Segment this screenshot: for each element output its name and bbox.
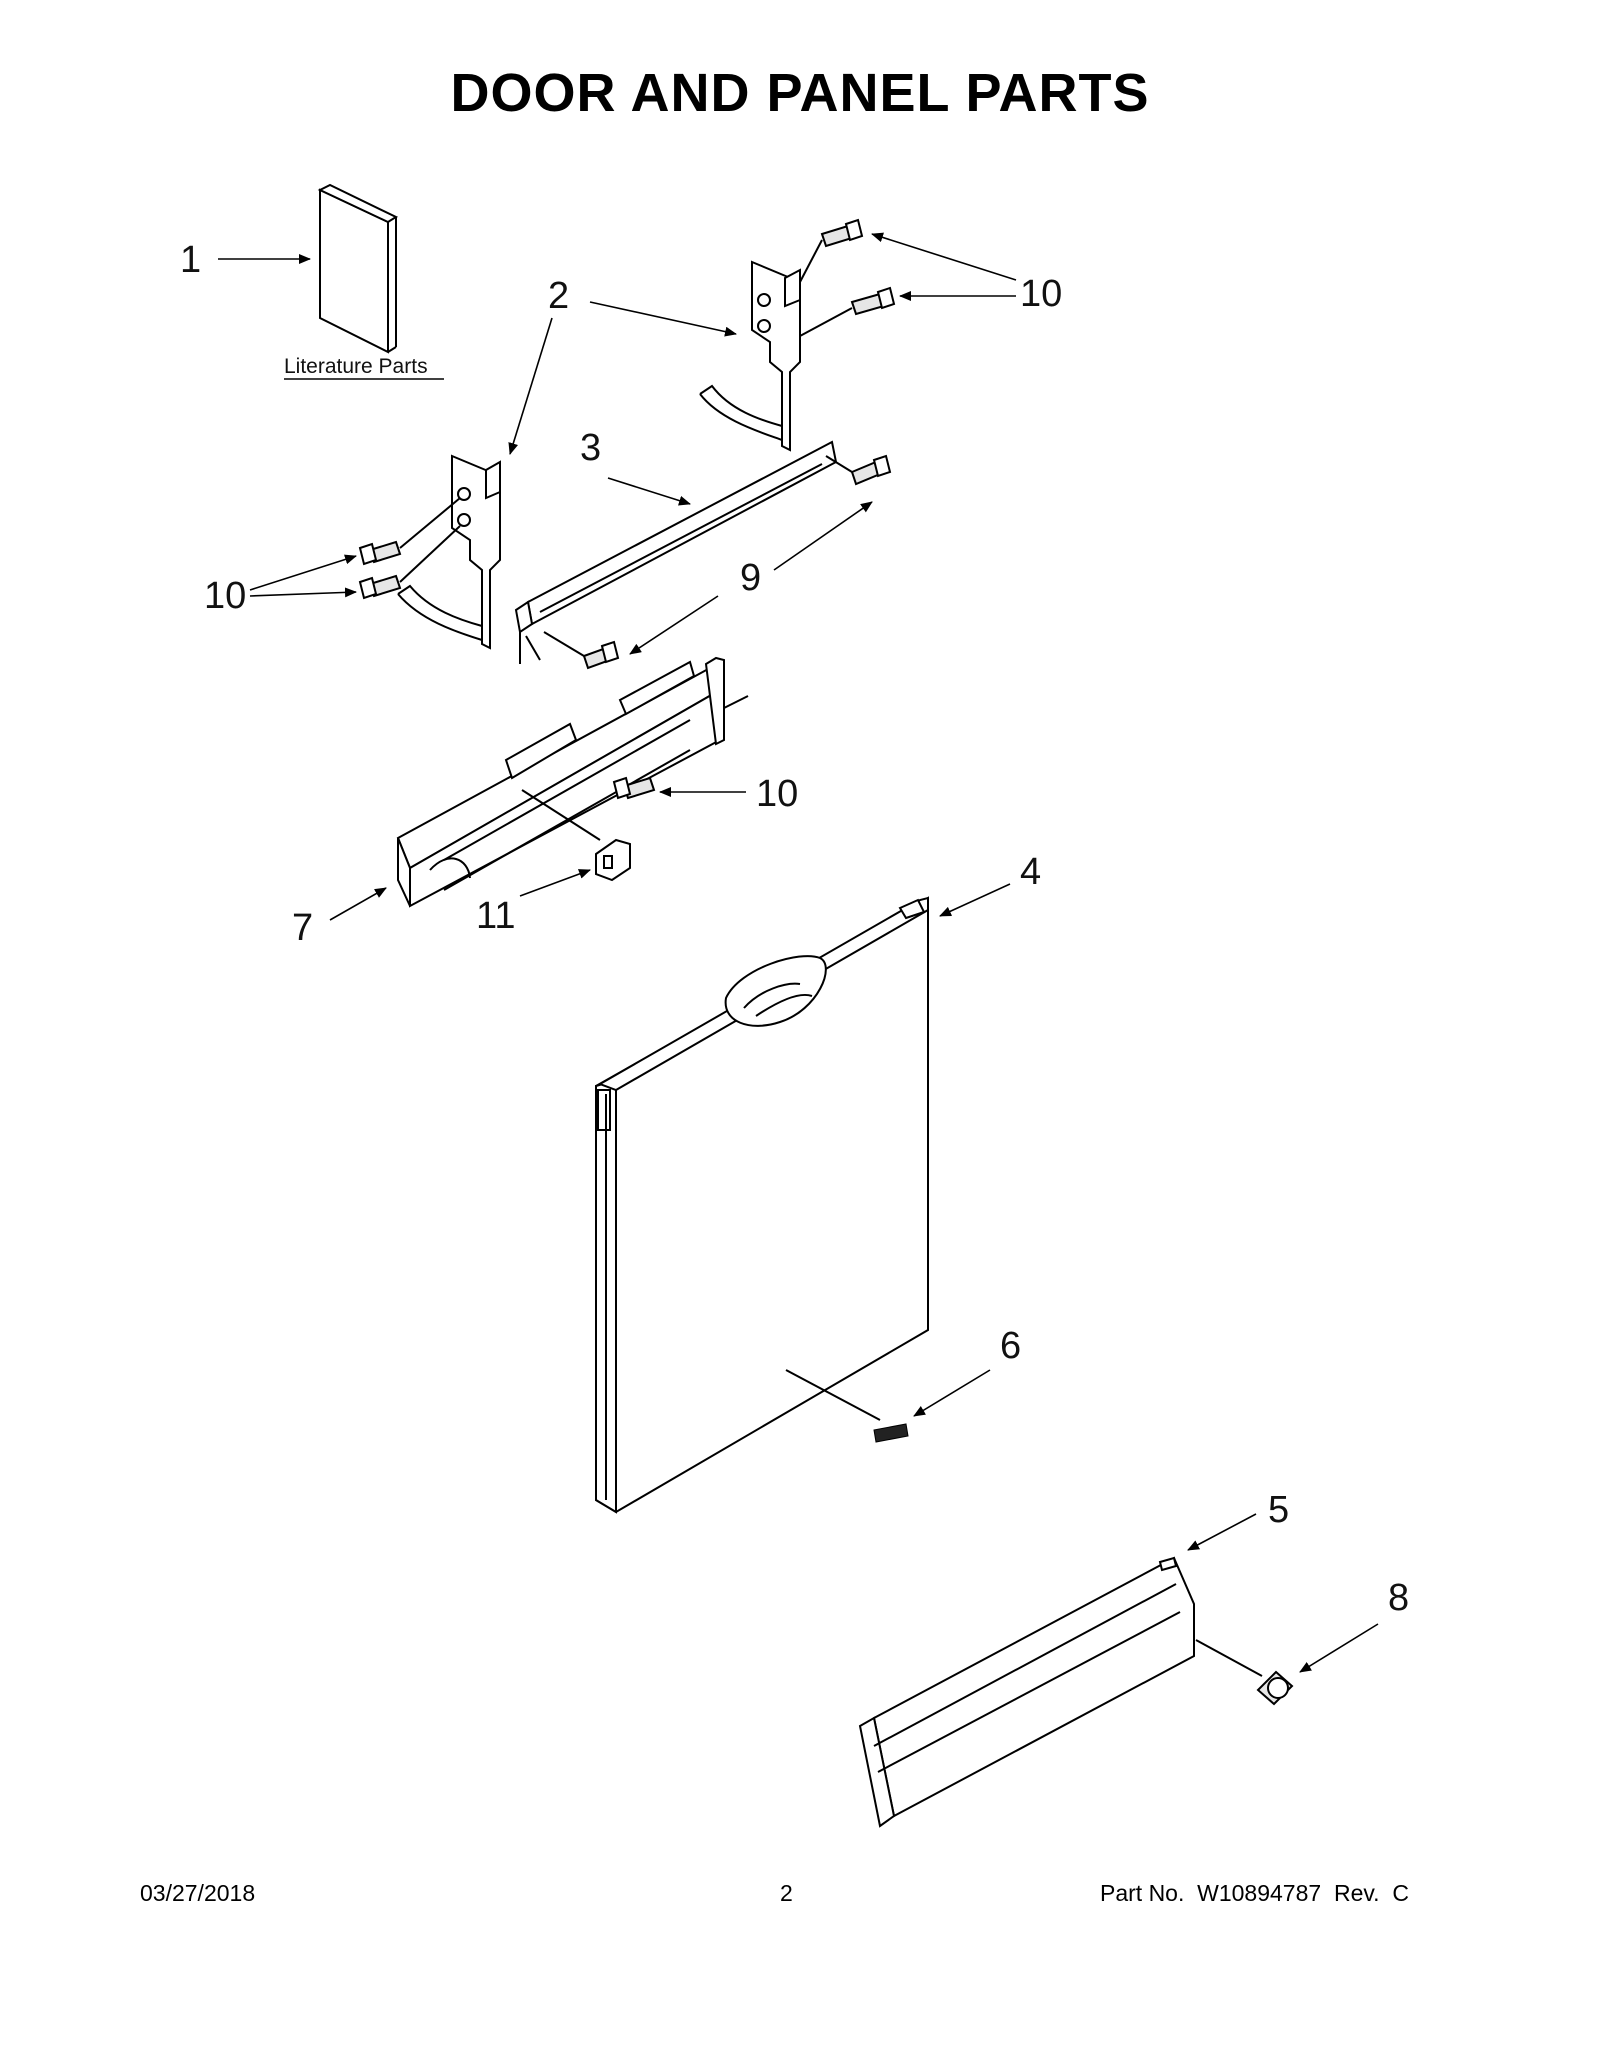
page-title: DOOR AND PANEL PARTS — [450, 63, 1150, 123]
screw-icon — [850, 454, 892, 486]
hinge-bracket-left-icon — [397, 454, 501, 650]
callout-8: 8 — [1388, 1577, 1409, 1619]
door-strip-icon — [514, 440, 838, 664]
callout-5: 5 — [1268, 1489, 1289, 1531]
callout-4: 4 — [1020, 851, 1041, 893]
screw-icon — [1256, 1670, 1294, 1706]
callout-6: 6 — [1000, 1325, 1021, 1367]
callout-3: 3 — [580, 427, 601, 469]
literature-parts-label: Literature Parts — [284, 355, 428, 378]
screw-icon — [850, 286, 896, 316]
toe-panel-icon — [858, 1556, 1195, 1828]
callout-2: 2 — [548, 275, 569, 317]
screw-icon — [612, 776, 656, 800]
footer-page-number: 2 — [780, 1880, 793, 1906]
callout-9: 9 — [740, 557, 761, 599]
callout-7: 7 — [292, 907, 313, 949]
callout-10-top: 10 — [1020, 273, 1062, 315]
hinge-bracket-right-icon — [699, 260, 801, 452]
callout-10-middle: 10 — [756, 773, 798, 815]
brand-badge-icon — [785, 1369, 909, 1443]
callout-1: 1 — [180, 239, 201, 281]
screw-icon — [820, 218, 864, 248]
leader-arrows — [218, 232, 1379, 1673]
screw-icon — [358, 574, 402, 600]
door-panel-icon — [595, 896, 929, 1514]
literature-booklet-icon — [317, 183, 399, 354]
screw-icon — [582, 640, 620, 670]
callout-10-left: 10 — [204, 575, 246, 617]
screw-icon — [358, 540, 402, 566]
footer-date: 03/27/2018 — [140, 1880, 256, 1906]
control-console-icon — [396, 656, 749, 908]
footer-part-number: Part No. W10894787 Rev. C — [1100, 1880, 1409, 1906]
callout-11: 11 — [476, 895, 515, 937]
clip-icon — [595, 838, 631, 882]
